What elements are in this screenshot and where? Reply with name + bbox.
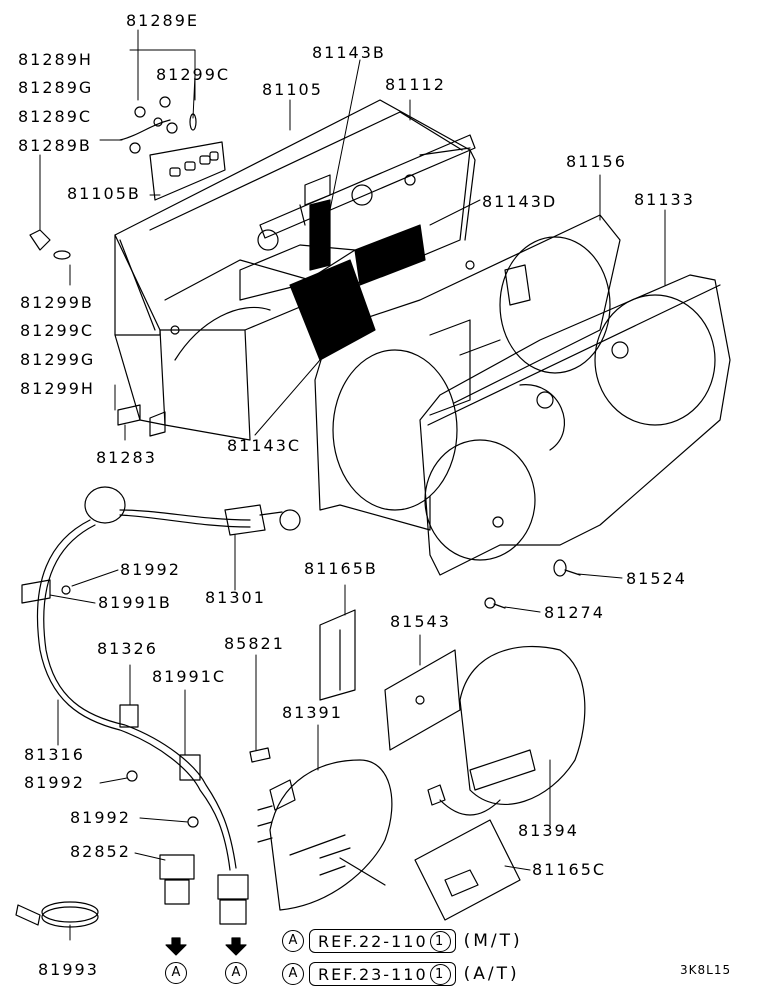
reference-marker: A — [282, 963, 304, 985]
meter-glass-81133 — [419, 274, 731, 576]
reference-code: REF.22-110 — [318, 931, 428, 951]
label-81112: 81112 — [385, 75, 446, 94]
label-81991B: 81991B — [98, 593, 172, 612]
down-arrows — [165, 937, 247, 956]
reference-number: 1 — [429, 963, 451, 985]
label-81283: 81283 — [96, 448, 157, 467]
printed-circuit — [239, 199, 426, 361]
reference-box: REF.23-110 1 — [309, 962, 456, 986]
label-81524: 81524 — [626, 569, 687, 588]
gear-82852 — [159, 854, 249, 925]
label-81299C: 81299C — [20, 321, 95, 340]
label-81991C: 81991C — [152, 667, 227, 686]
label-81992-a: 81992 — [120, 560, 181, 579]
tachometer-81394 — [427, 645, 586, 816]
reference-variant: (A/T) — [463, 964, 520, 984]
holder-81165B — [319, 609, 356, 701]
reference-number: 1 — [429, 930, 451, 952]
reference-row-at: A REF.23-110 1 (A/T) — [282, 962, 520, 986]
label-81394: 81394 — [518, 821, 579, 840]
label-81165C: 81165C — [532, 860, 607, 879]
label-81299H: 81299H — [20, 379, 95, 398]
label-81143C: 81143C — [227, 436, 302, 455]
back-panel-81105B — [149, 141, 226, 201]
front-panel-81156 — [314, 214, 621, 531]
label-82852: 82852 — [70, 842, 131, 861]
board-81165C — [414, 819, 521, 921]
label-81156: 81156 — [566, 152, 627, 171]
label-81105B: 81105B — [67, 184, 141, 203]
reference-code: REF.23-110 — [318, 964, 428, 984]
leader-lines — [39, 29, 666, 941]
speedometer-81391 — [269, 759, 393, 911]
reference-row-mt: A REF.22-110 1 (M/T) — [282, 929, 523, 953]
speedometer-cable — [21, 486, 251, 871]
label-81289H: 81289H — [18, 50, 93, 69]
label-81133: 81133 — [634, 190, 695, 209]
label-81391: 81391 — [282, 703, 343, 722]
label-81143B: 81143B — [312, 43, 386, 62]
label-81992-b: 81992 — [24, 773, 85, 792]
label-81299B: 81299B — [20, 293, 94, 312]
label-81992-c: 81992 — [70, 808, 131, 827]
small-fasteners — [126, 559, 581, 843]
label-85821: 85821 — [224, 634, 285, 653]
label-81289C: 81289C — [18, 107, 93, 126]
label-81993: 81993 — [38, 960, 99, 979]
arrow-marker-a-left: A — [165, 962, 187, 984]
bracket-81283 — [117, 404, 166, 437]
reference-variant: (M/T) — [463, 931, 523, 951]
label-81289G: 81289G — [18, 78, 94, 97]
reference-box: REF.22-110 1 — [309, 929, 456, 953]
label-81165B: 81165B — [304, 559, 378, 578]
label-81543: 81543 — [390, 612, 451, 631]
label-81299G: 81299G — [20, 350, 96, 369]
label-81105: 81105 — [262, 80, 323, 99]
drawing-code: 3K8L15 — [680, 963, 732, 977]
panel-81543 — [384, 649, 461, 751]
label-81299C-top: 81299C — [156, 65, 231, 84]
label-81143D: 81143D — [482, 192, 558, 211]
case-rim — [259, 134, 476, 239]
label-81274: 81274 — [544, 603, 605, 622]
label-81326: 81326 — [97, 639, 158, 658]
label-81316: 81316 — [24, 745, 85, 764]
clamp-81993 — [15, 901, 99, 928]
label-81289B: 81289B — [18, 136, 92, 155]
sensor-81301 — [224, 504, 301, 536]
reference-marker: A — [282, 930, 304, 952]
label-81289E: 81289E — [126, 11, 200, 30]
label-81301: 81301 — [205, 588, 266, 607]
arrow-marker-a-right: A — [225, 962, 247, 984]
